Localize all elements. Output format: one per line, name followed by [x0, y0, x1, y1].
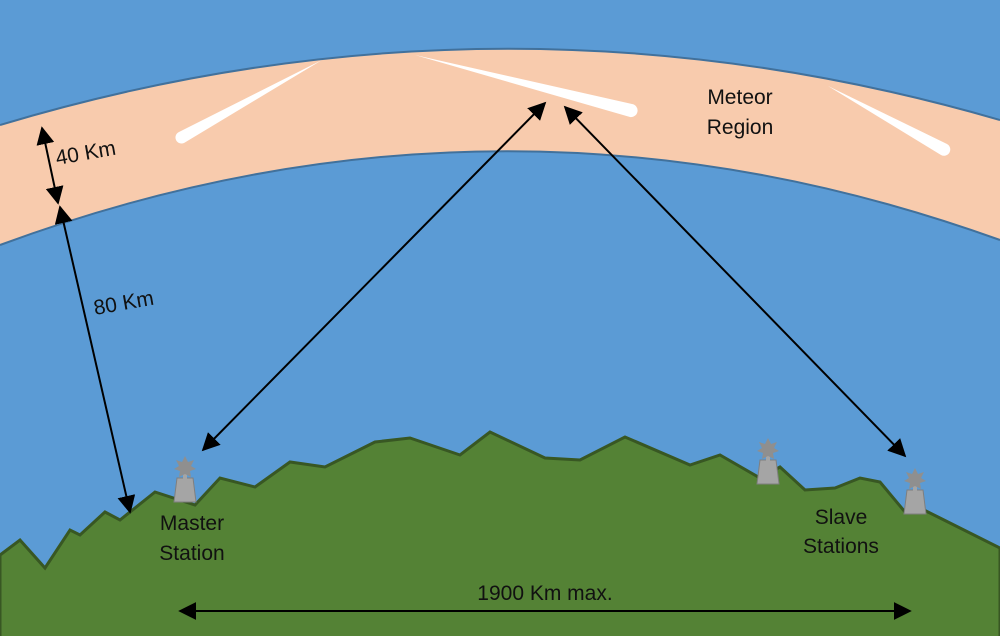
arrows: [36, 101, 912, 620]
altitude-arrow: [54, 205, 136, 514]
meteor-streak: [415, 55, 638, 118]
band-thickness-arrow: [36, 126, 64, 205]
max-distance-label: 1900 Km max.: [477, 582, 612, 605]
meteor-region-label: Region: [707, 116, 774, 139]
meteor-region-label: Meteor: [707, 86, 772, 109]
slave-stations-label: Stations: [803, 535, 879, 558]
slave-stations-label: Slave: [815, 506, 868, 529]
master-station-label: Master: [160, 512, 224, 535]
master-station-label: Station: [159, 542, 224, 565]
slave-link-arrow: [563, 105, 907, 458]
master-link-arrow: [201, 101, 547, 452]
